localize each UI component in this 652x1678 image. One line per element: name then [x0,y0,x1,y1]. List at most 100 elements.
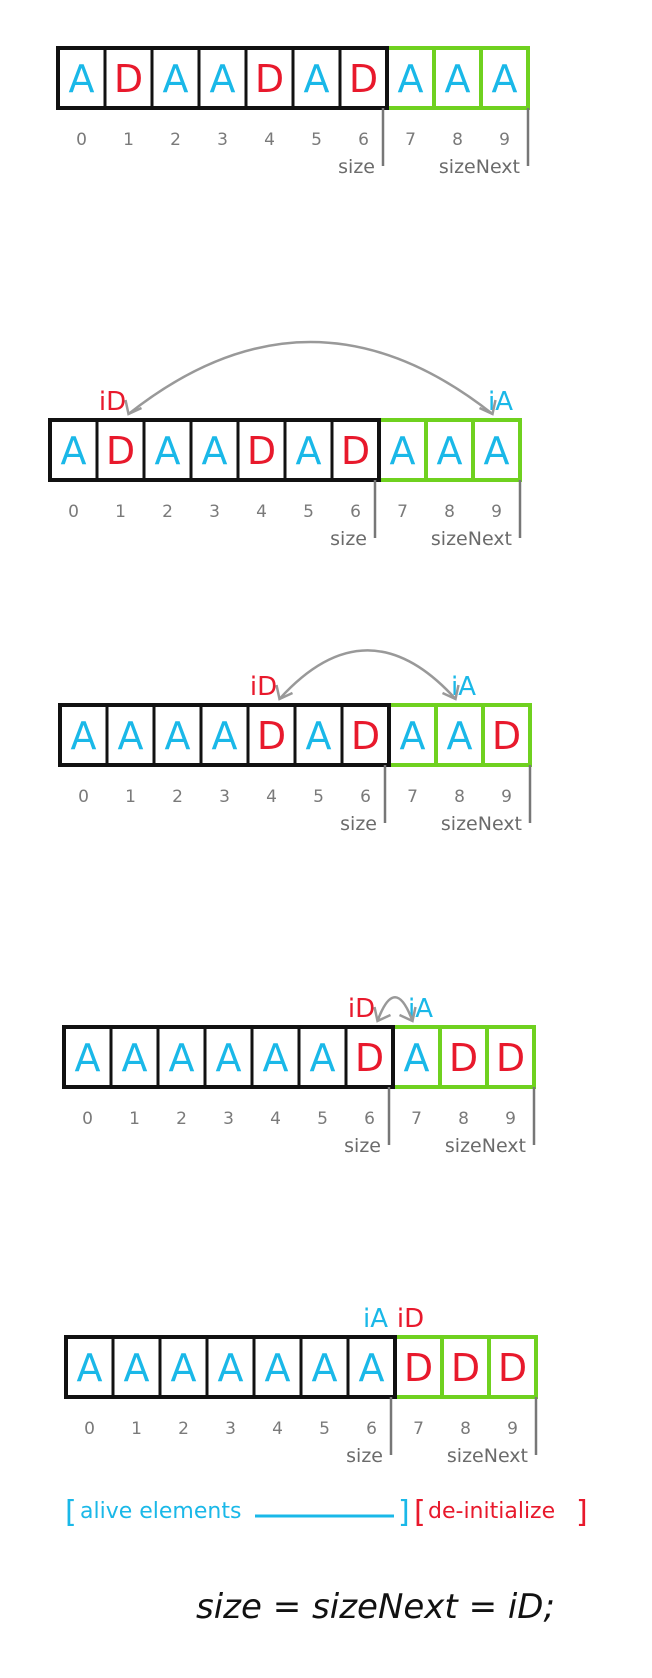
index-label: 2 [162,502,173,522]
swap-arrowhead-right [398,1006,417,1023]
index-label: 9 [507,1419,518,1439]
swap-arrow [127,340,494,415]
index-label: 2 [172,787,183,807]
cell-letter: A [122,1036,148,1080]
index-label: 4 [256,502,267,522]
swap-arrowhead-left [275,684,294,701]
cell-letter: A [77,1346,103,1390]
index-label: 9 [505,1109,516,1129]
cell-letter: A [304,57,330,101]
index-label: 4 [264,130,275,150]
cell-letter: A [390,429,416,473]
sizenext-label: sizeNext [441,813,522,835]
swap-arrowhead-left [373,1006,392,1023]
pointer-iA: iA [363,1304,388,1334]
cell-letter: D [404,1346,433,1390]
cell-letter: A [492,57,518,101]
index-label: 1 [125,787,136,807]
index-label: 5 [311,130,322,150]
swap-arrow [376,996,414,1022]
index-label: 3 [223,1109,234,1129]
cell-letter: D [492,714,521,758]
array-cell-9 [481,703,532,767]
index-label: 1 [131,1419,142,1439]
cell-letter: A [210,57,236,101]
cell-letter: D [341,429,370,473]
cell-letter: D [247,429,276,473]
index-label: 8 [454,787,465,807]
index-label: 9 [491,502,502,522]
size-region-frame [64,1335,397,1399]
index-label: 9 [499,130,510,150]
swap-arrow [278,649,457,700]
sizenext-label: sizeNext [431,528,512,550]
cell-letter: A [75,1036,101,1080]
index-label: 3 [217,130,228,150]
cell-letter: A [202,429,228,473]
cell-letter: A [124,1346,150,1390]
index-label: 7 [405,130,416,150]
index-label: 5 [313,787,324,807]
index-label: 0 [68,502,79,522]
cell-letter: A [398,57,424,101]
cell-letter: A [155,429,181,473]
cell-letter: A [310,1036,336,1080]
cell-letter: A [118,714,144,758]
size-label: size [330,528,367,550]
index-label: 2 [176,1109,187,1129]
cell-letter: A [445,57,471,101]
cell-letter: A [306,714,332,758]
index-label: 6 [360,787,371,807]
cell-letter: A [296,429,322,473]
cell-letter: A [165,714,191,758]
pointer-iD: iD [99,387,126,417]
index-label: 4 [270,1109,281,1129]
legend: [ alive elements ] [ de-initialize ] [65,1495,588,1530]
index-label: 5 [303,502,314,522]
legend-alive-label: alive elements [80,1499,241,1524]
index-label: 6 [366,1419,377,1439]
index-label: 1 [115,502,126,522]
index-label: 2 [178,1419,189,1439]
index-label: 8 [460,1419,471,1439]
cell-letter: A [447,714,473,758]
index-label: 5 [319,1419,330,1439]
cell-letter: A [212,714,238,758]
legend-deinit-bracket-close: ] [576,1495,588,1530]
pointer-iD: iD [348,994,375,1024]
index-label: 8 [458,1109,469,1129]
legend-alive-bracket-open: [ [65,1495,77,1530]
index-label: 7 [413,1419,424,1439]
cell-letter: D [351,714,380,758]
swap-arrowhead-left [124,399,143,416]
cell-letter: A [61,429,87,473]
cell-letter: D [355,1036,384,1080]
index-label: 7 [407,787,418,807]
size-region-frame [58,703,391,767]
pointer-iD: iD [397,1304,424,1334]
size-region-frame [48,418,381,482]
index-label: 1 [129,1109,140,1129]
index-label: 3 [225,1419,236,1439]
index-label: 3 [219,787,230,807]
legend-alive-bracket-close: ] [398,1495,410,1530]
cell-letter: A [71,714,97,758]
cell-letter: D [449,1036,478,1080]
index-label: 1 [123,130,134,150]
cell-letter: A [312,1346,338,1390]
cell-letter: A [265,1346,291,1390]
legend-deinit-label: de-initialize [428,1499,555,1524]
cell-letter: D [496,1036,525,1080]
size-region-frame [62,1025,395,1089]
index-label: 5 [317,1109,328,1129]
array-cell-9 [471,418,522,482]
cell-letter: A [169,1036,195,1080]
index-label: 6 [358,130,369,150]
cell-letter: A [163,57,189,101]
